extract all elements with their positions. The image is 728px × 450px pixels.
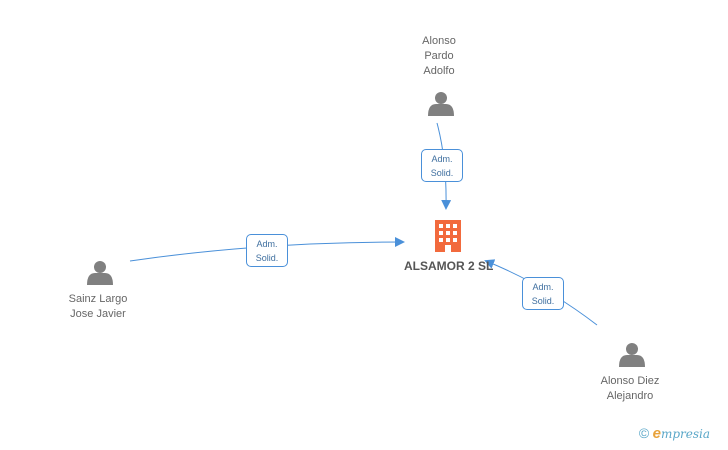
person-name-alonso-pardo[interactable]: Alonso Pardo Adolfo: [422, 35, 456, 77]
person-icon[interactable]: [428, 92, 454, 116]
building-icon[interactable]: [435, 220, 461, 252]
person-icon[interactable]: [619, 343, 645, 367]
edge-label-line2: Solid.: [531, 296, 555, 306]
edge-label-line1: Adm.: [256, 239, 278, 249]
company-name[interactable]: ALSAMOR 2 SL: [404, 259, 494, 273]
edge-label-right: Adm. Solid.: [522, 277, 564, 310]
edge-label-top: Adm. Solid.: [421, 149, 463, 182]
edge-label-line2: Solid.: [430, 168, 454, 178]
edge-label-line1: Adm.: [532, 282, 554, 292]
edge-label-line2: Solid.: [255, 253, 279, 263]
edge-label-line1: Adm.: [431, 154, 453, 164]
person-icon[interactable]: [87, 261, 113, 285]
edge-label-left: Adm. Solid.: [246, 234, 288, 267]
empresia-logo-e: e: [652, 425, 661, 442]
person-name-alonso-diez[interactable]: Alonso Diez Alejandro: [600, 375, 660, 402]
person-name-sainz-largo[interactable]: Sainz Largo Jose Javier: [68, 293, 128, 320]
copyright-footer[interactable]: © empresia: [639, 425, 710, 442]
empresia-brand: mpresia: [660, 427, 710, 441]
copyright-icon: ©: [638, 425, 650, 441]
